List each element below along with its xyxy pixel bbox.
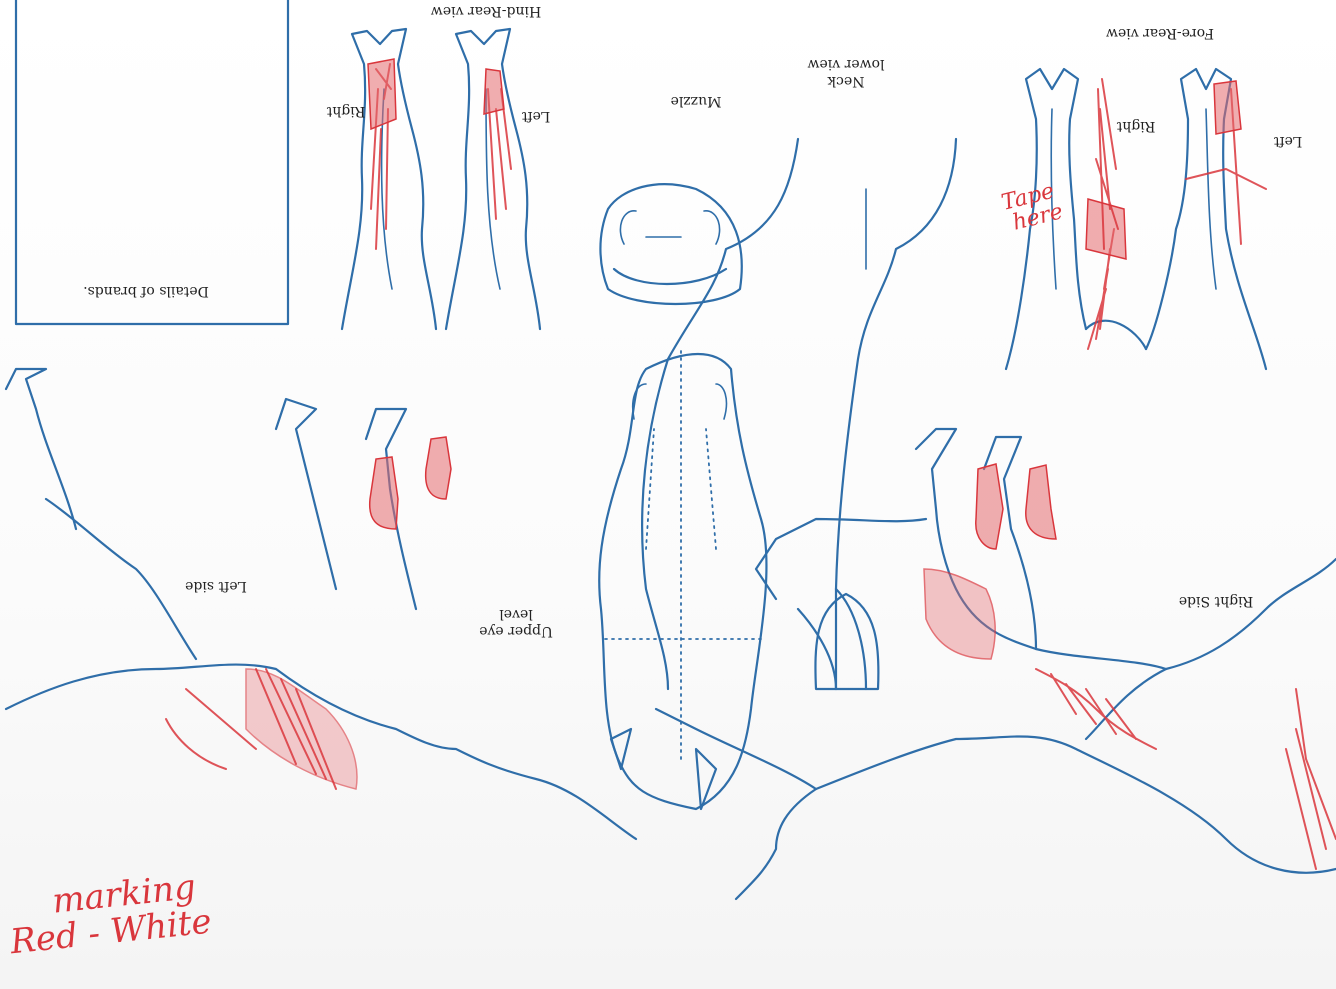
brands-box — [16, 0, 288, 324]
label-left-side: Left side — [156, 577, 276, 594]
label-fore-left: Left — [1258, 132, 1318, 149]
muzzle-drawing — [600, 184, 741, 304]
label-hind-left: Left — [506, 107, 566, 124]
label-right-side: Right Side — [1156, 592, 1276, 609]
neck-lower-view — [642, 139, 956, 689]
label-hind-right: Right — [316, 102, 376, 119]
label-fore-rear-view: Fore-Rear view — [1080, 24, 1240, 41]
label-details-of-brands: Details of brands. — [56, 282, 236, 299]
label-muzzle: Muzzle — [656, 92, 736, 109]
label-upper-eye-level: Upper eye level — [456, 605, 576, 639]
label-fore-right: Right — [1106, 117, 1166, 134]
right-side-markings — [924, 464, 1336, 869]
label-hind-rear-view: Hind-Rear view — [406, 2, 566, 19]
label-neck-lower-view: Neck lower view — [786, 55, 906, 89]
face-front-view — [599, 349, 766, 809]
